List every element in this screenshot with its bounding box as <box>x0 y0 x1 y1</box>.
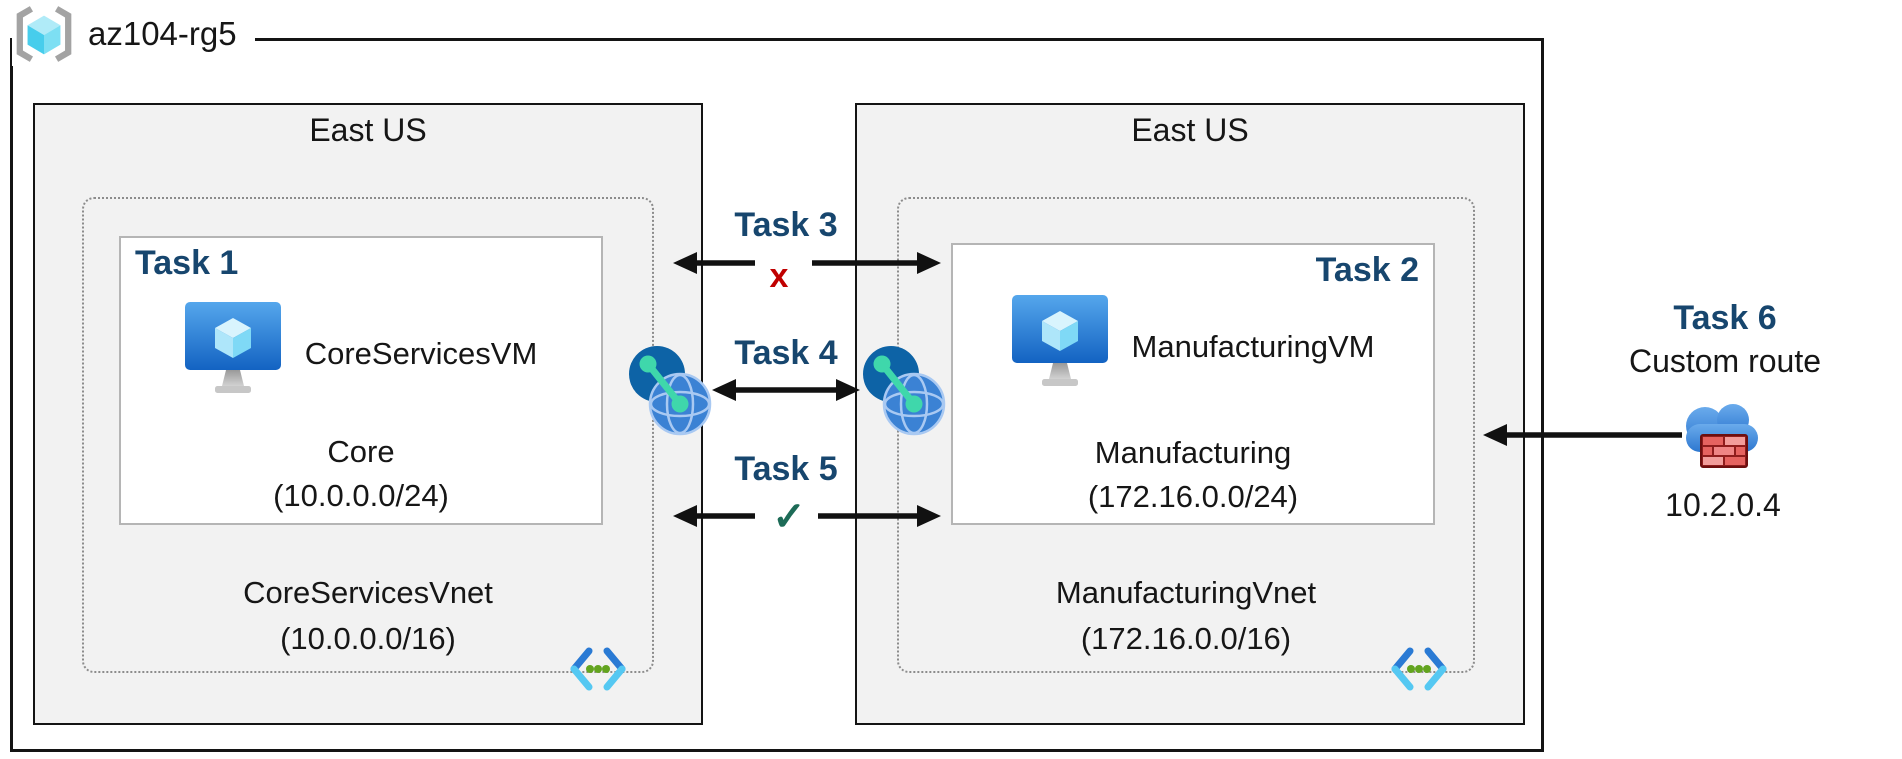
task-3-arrow <box>673 252 941 274</box>
virtual-machine-icon <box>1011 295 1108 386</box>
allow-check-marker: ✓ <box>772 495 806 539</box>
cloud-firewall-icon <box>1686 404 1758 468</box>
subnet-box-manufacturing: Task 2 ManufacturingVM Manufacturing (17… <box>951 243 1435 525</box>
resource-group-header: az104-rg5 <box>12 2 255 66</box>
custom-route-arrow <box>1483 424 1682 446</box>
vnet-name: ManufacturingVnet <box>1055 575 1317 610</box>
task-5-label: Task 5 <box>734 450 838 488</box>
task-6-label: Task 6 <box>1673 299 1777 337</box>
deny-x-marker: x <box>769 257 789 295</box>
task-2-label: Task 2 <box>1315 251 1419 289</box>
vm-name: ManufacturingVM <box>1131 329 1375 364</box>
region-label-right: East US <box>1131 112 1249 148</box>
resource-group-box <box>10 38 1544 752</box>
network-peering-icon <box>629 346 712 436</box>
subnet-cidr: (172.16.0.0/24) <box>1087 479 1299 514</box>
resource-group-name: az104-rg5 <box>88 15 237 52</box>
subnet-core-text: Core (10.0.0.0/24) <box>121 430 601 518</box>
subnet-cidr: (10.0.0.0/24) <box>273 478 449 513</box>
task-4-label: Task 4 <box>734 334 838 372</box>
subnet-box-core: Task 1 CoreServicesVM Core (10.0.0.0/24) <box>119 236 603 525</box>
virtual-network-icon <box>1391 647 1447 691</box>
vnet-box-coreservices <box>82 197 654 673</box>
region-label-left: East US <box>309 112 427 148</box>
vm-name: CoreServicesVM <box>304 336 538 371</box>
vnet-cidr: (172.16.0.0/16) <box>1080 621 1292 656</box>
vm-coreservices: CoreServicesVM <box>121 302 601 406</box>
task-3-label: Task 3 <box>734 206 838 244</box>
subnet-manufacturing-text: Manufacturing (172.16.0.0/24) <box>953 431 1433 519</box>
network-peering-icon <box>863 346 946 436</box>
vnet-coreservices-label: CoreServicesVnet (10.0.0.0/16) <box>82 570 654 662</box>
subnet-name: Core <box>327 434 395 469</box>
task-1-label: Task 1 <box>135 244 239 282</box>
vnet-box-manufacturing <box>897 197 1475 673</box>
subnet-name: Manufacturing <box>1094 435 1292 470</box>
vnet-cidr: (10.0.0.0/16) <box>280 621 456 656</box>
custom-route-label: Custom route <box>1628 343 1822 379</box>
virtual-machine-icon <box>184 302 281 393</box>
task-4-arrow <box>712 379 860 401</box>
task-5-arrow <box>673 505 941 527</box>
resource-group-icon <box>16 6 72 62</box>
vnet-manufacturing-label: ManufacturingVnet (172.16.0.0/16) <box>897 570 1475 662</box>
vm-manufacturing: ManufacturingVM <box>953 295 1433 399</box>
custom-route-ip: 10.2.0.4 <box>1665 487 1781 523</box>
virtual-network-icon <box>570 647 626 691</box>
vnet-name: CoreServicesVnet <box>243 575 493 610</box>
